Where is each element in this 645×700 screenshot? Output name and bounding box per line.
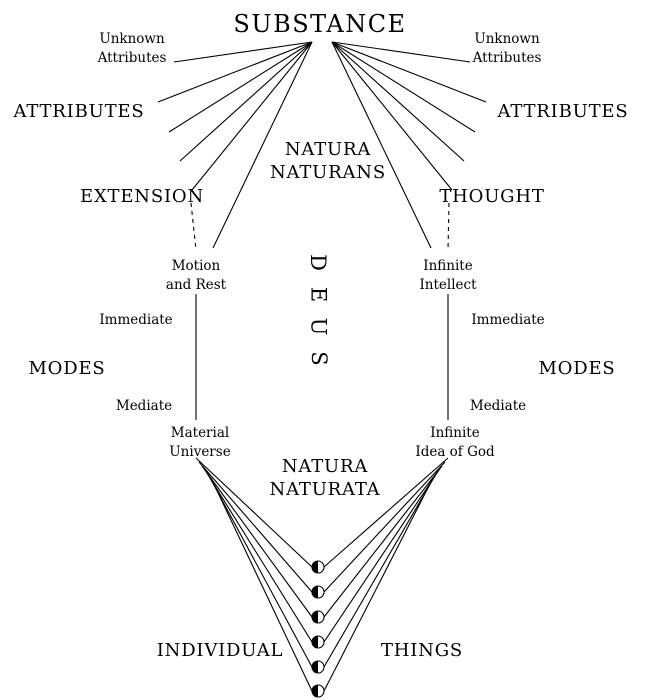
fan-line	[191, 41, 313, 191]
convergence-line	[207, 473, 313, 668]
deus-label: D E U S	[306, 252, 331, 369]
modes-right-label: MODES	[538, 358, 616, 379]
individual-thing-node	[311, 560, 325, 574]
immediate-left-label: Immediate	[99, 312, 173, 328]
material-universe-line2: Universe	[169, 443, 231, 460]
natura-naturans-line1: NATURA	[284, 139, 372, 160]
convergence-line	[204, 469, 313, 643]
unknown-attributes-right-line2: Attributes	[472, 49, 542, 66]
deus-letter-d: D	[306, 254, 331, 271]
unknown-attributes-left-label: Unknown Attributes	[98, 30, 167, 68]
thought-dashed-line	[447, 202, 450, 251]
convergence-line	[323, 477, 434, 692]
thought-label: THOUGHT	[439, 186, 545, 207]
natura-naturata-label: NATURA NATURATA	[270, 455, 381, 502]
fan-line	[157, 41, 313, 103]
unknown-attributes-right-line1: Unknown	[474, 31, 540, 47]
fan-line	[331, 41, 465, 162]
natura-naturata-line1: NATURA	[281, 456, 369, 477]
infinite-idea-of-god-label: Infinite Idea of God	[415, 424, 494, 462]
convergence-line	[198, 461, 313, 593]
infinite-idea-of-god-line1: Infinite	[430, 425, 480, 441]
convergence-line	[323, 469, 440, 643]
individual-thing-node	[311, 635, 325, 649]
convergence-line	[323, 461, 446, 593]
individual-thing-node	[311, 610, 325, 624]
fan-line	[331, 41, 487, 103]
infinite-intellect-label: Infinite Intellect	[419, 257, 476, 295]
extension-label: EXTENSION	[80, 186, 204, 207]
convergence-line	[195, 457, 313, 568]
substance-title: SUBSTANCE	[233, 10, 407, 38]
unknown-attributes-right-label: Unknown Attributes	[473, 30, 542, 68]
unknown-attributes-left-line2: Attributes	[97, 49, 167, 66]
attribute-to-mode-dashed-lines	[190, 202, 450, 251]
deus-letter-e: E	[306, 286, 331, 303]
left-convergence-lines	[195, 457, 313, 692]
fan-line	[173, 41, 313, 63]
right-convergence-lines	[323, 457, 449, 692]
things-label: THINGS	[380, 640, 464, 661]
infinite-intellect-line2: Intellect	[419, 276, 477, 293]
substance-left-fan-lines	[157, 41, 313, 249]
substance-right-fan-lines	[331, 41, 487, 249]
material-universe-line1: Material	[170, 425, 230, 441]
natura-naturata-line2: NATURATA	[269, 479, 381, 501]
fan-line	[212, 41, 313, 249]
infinite-idea-of-god-line2: Idea of God	[415, 443, 495, 460]
fan-line	[331, 41, 476, 133]
individual-things-nodes	[311, 560, 325, 698]
motion-and-rest-label: Motion and Rest	[166, 257, 226, 295]
individual-thing-node	[311, 660, 325, 674]
mediate-left-label: Mediate	[115, 398, 173, 414]
individual-thing-node	[311, 684, 325, 698]
motion-and-rest-line2: and Rest	[165, 276, 227, 293]
material-universe-label: Material Universe	[169, 424, 230, 462]
convergence-line	[323, 473, 437, 668]
modes-left-label: MODES	[28, 358, 106, 379]
attributes-left-label: ATTRIBUTES	[13, 101, 145, 122]
infinite-intellect-line1: Infinite	[423, 258, 473, 274]
convergence-line	[201, 465, 313, 618]
individual-label: INDIVIDUAL	[156, 640, 284, 661]
fan-line	[179, 41, 313, 162]
individual-thing-node	[311, 585, 325, 599]
motion-and-rest-line1: Motion	[171, 258, 221, 274]
fan-line	[168, 41, 313, 133]
convergence-line	[323, 465, 443, 618]
fan-line	[331, 41, 432, 249]
attributes-right-label: ATTRIBUTES	[497, 101, 629, 122]
mediate-right-label: Mediate	[469, 398, 527, 414]
unknown-attributes-left-line1: Unknown	[99, 31, 165, 47]
natura-naturans-line2: NATURANS	[270, 162, 386, 184]
immediate-right-label: Immediate	[471, 312, 545, 328]
deus-letter-u: U	[306, 317, 331, 336]
modes-vertical-lines	[195, 294, 449, 420]
convergence-line	[210, 477, 313, 692]
natura-naturans-label: NATURA NATURANS	[270, 138, 386, 185]
fan-line	[331, 41, 471, 63]
fan-line	[331, 41, 453, 191]
deus-letter-s: S	[306, 351, 331, 366]
extension-dashed-line	[190, 202, 197, 251]
convergence-line	[323, 457, 449, 568]
